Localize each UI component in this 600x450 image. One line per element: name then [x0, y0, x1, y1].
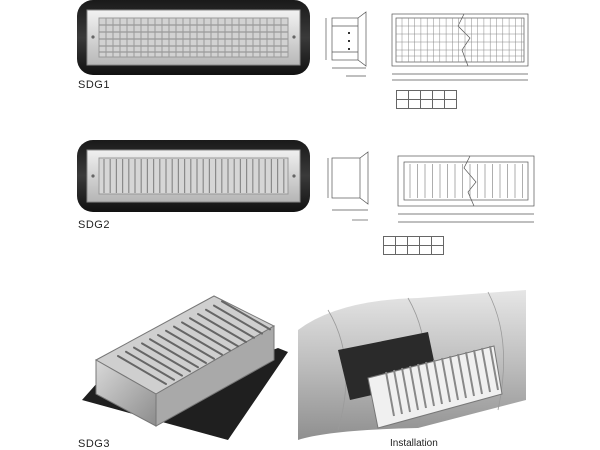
sdg1-side-drawing	[325, 11, 367, 77]
sdg1-spec-table	[396, 90, 457, 109]
sdg1-label: SDG1	[78, 79, 110, 91]
sdg2-front-drawing	[397, 155, 535, 223]
sdg2-label: SDG2	[78, 219, 110, 231]
sdg1-grille-image	[86, 9, 301, 66]
sdg1-photo	[77, 0, 310, 75]
sdg2-side-drawing	[327, 151, 369, 221]
sdg2-photo	[77, 140, 310, 212]
sdg3-product-image	[82, 295, 288, 440]
installation-label: Installation	[390, 438, 438, 449]
sdg3-label: SDG3	[78, 438, 110, 450]
installation-image	[298, 290, 526, 440]
sdg1-front-drawing	[391, 13, 529, 81]
sdg2-grille-image	[86, 149, 301, 203]
sdg2-spec-table	[383, 236, 444, 255]
